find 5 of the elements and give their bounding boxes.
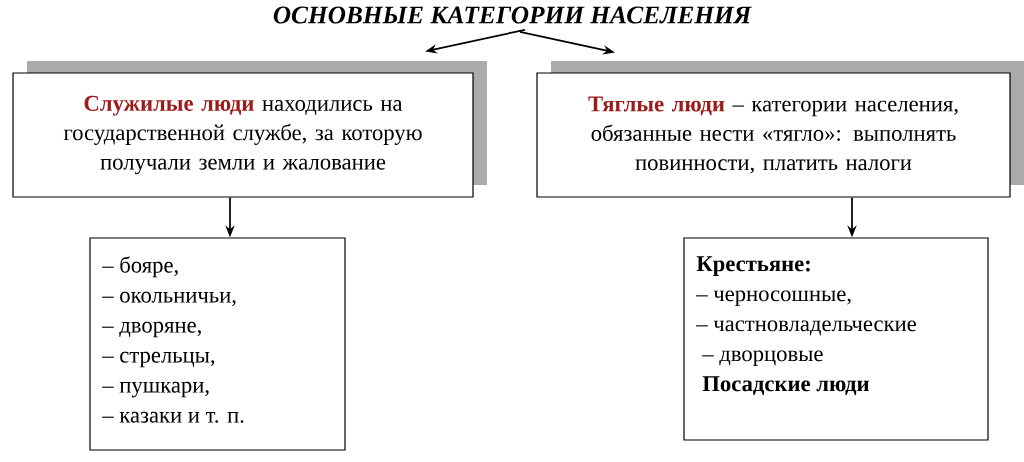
list-box: Крестьяне: – черносошные, – частновладельческие – дворцовые Посадские люди	[683, 237, 989, 441]
title: ОСНОВНЫЕ КАТЕГОРИИ НАСЕЛЕНИЯ	[273, 6, 752, 24]
text-box: Тяглые люди – категории населения, обязанные нести «тягло»: выполнять повинности, платить налоги	[536, 61, 1024, 198]
list-box: – бояре, – окольничьи, – дворяне, – стрельцы, – пушкари, – казаки и т. п.	[89, 237, 346, 451]
text-box: Служилые люди находились на государственной службе, за которую получали земли и жалование	[12, 61, 487, 198]
